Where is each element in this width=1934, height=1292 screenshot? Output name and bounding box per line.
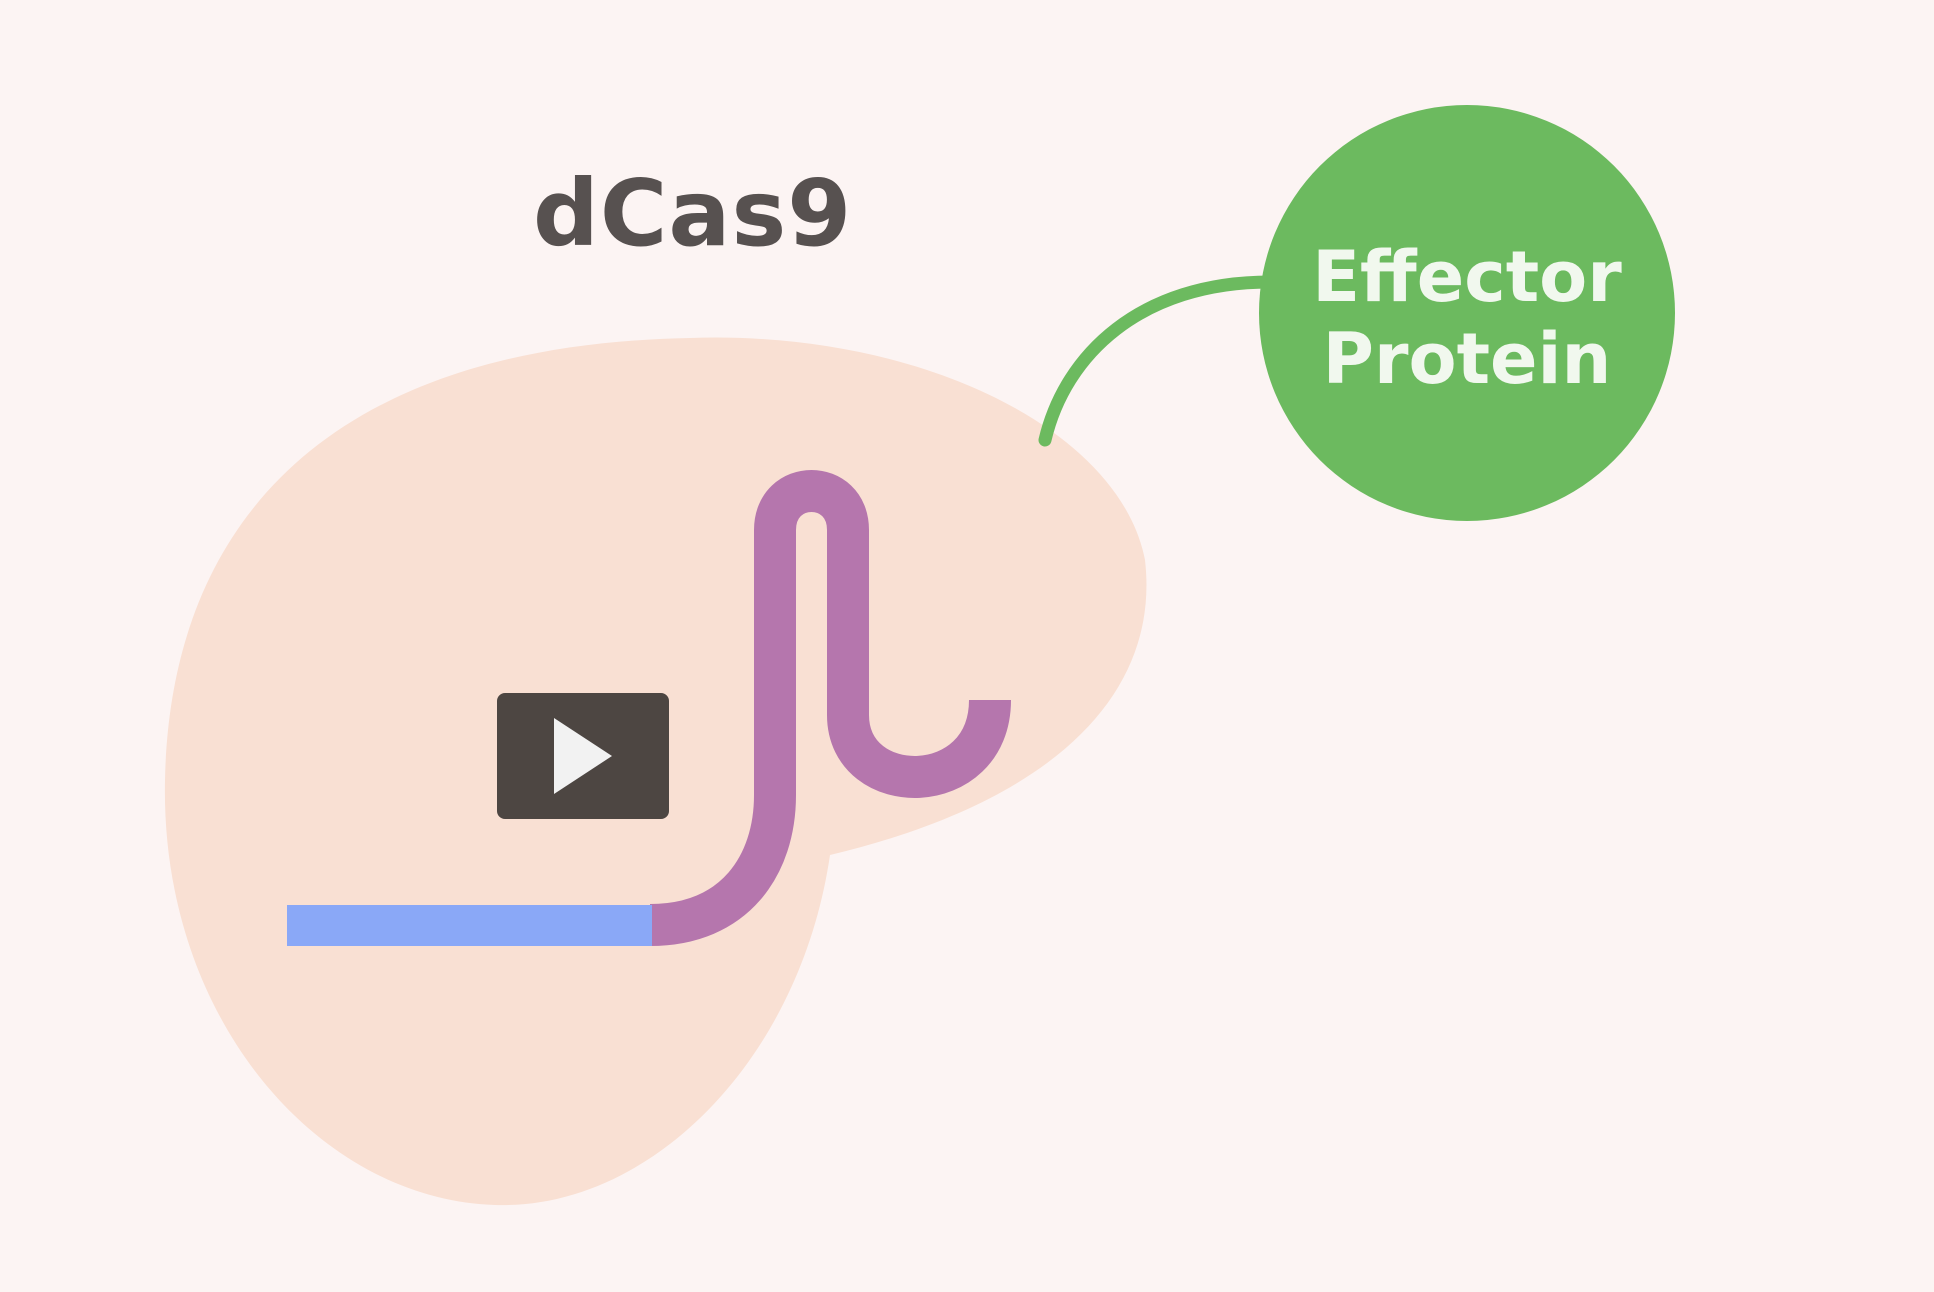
effector-protein-circle bbox=[1259, 105, 1675, 521]
effector-label-line1: Effector bbox=[1312, 236, 1622, 318]
play-icon-triangle bbox=[554, 718, 612, 794]
guide-rna-strand bbox=[649, 470, 1011, 946]
target-dna-strand bbox=[287, 905, 652, 946]
play-button[interactable] bbox=[497, 693, 669, 819]
play-icon bbox=[554, 718, 612, 794]
dcas9-title: dCas9 bbox=[533, 160, 853, 267]
effector-label-line2: Protein bbox=[1322, 318, 1612, 400]
effector-linker bbox=[1038, 275, 1277, 447]
effector-protein-label: Effector Protein bbox=[1260, 236, 1674, 400]
